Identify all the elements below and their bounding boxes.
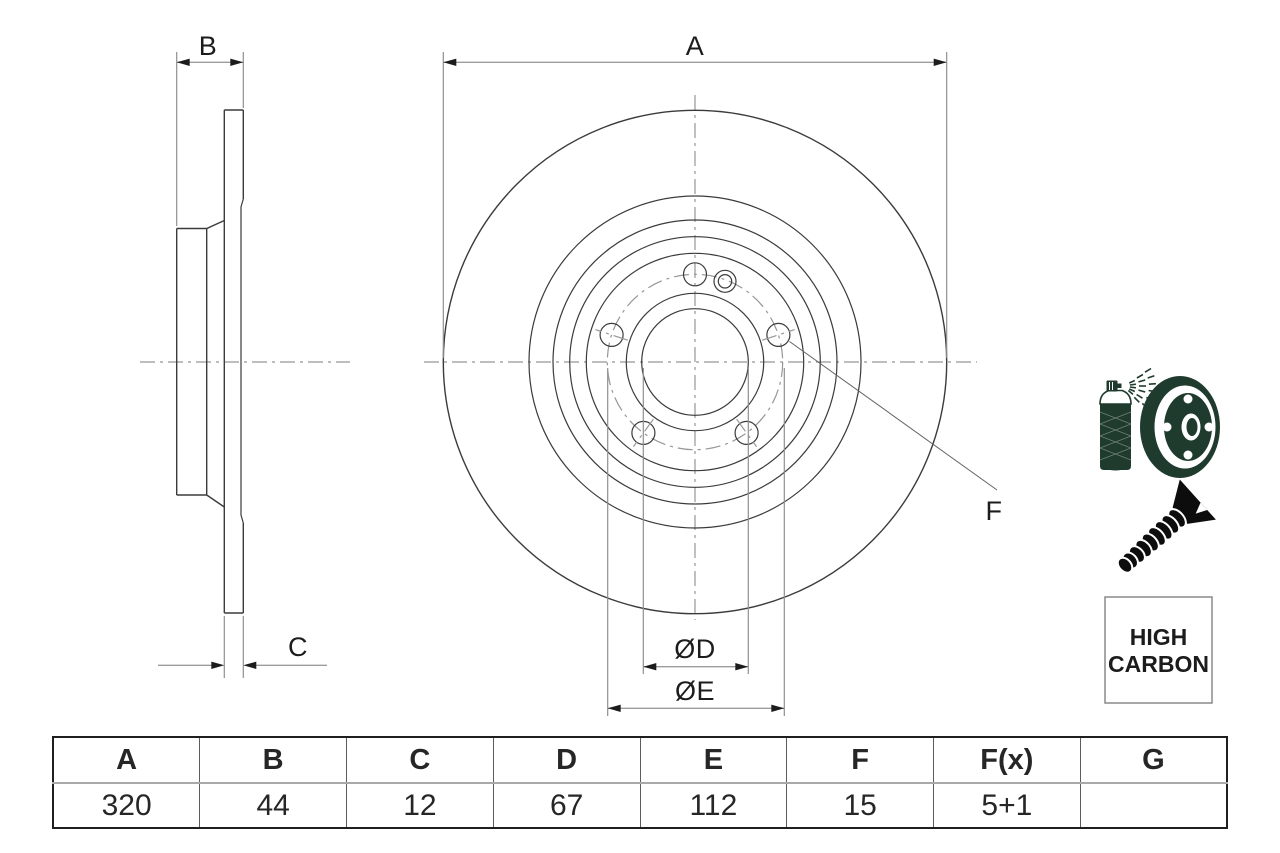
col-header-d: D [492,737,640,783]
value-fx: 5+1 [933,783,1081,828]
dim-label-diameter-e: ØE [675,676,715,706]
dimensions-table: A B C D E F F(x) G 320 44 12 67 112 15 5… [52,736,1228,829]
table-value-row: 320 44 12 67 112 15 5+1 [53,783,1227,828]
outer-diameter-circle [442,109,948,615]
value-f: 15 [786,783,934,828]
friction-surface-line [240,198,244,524]
col-header-f: F [786,737,934,783]
table-header-row: A B C D E F F(x) G [53,737,1227,783]
high-carbon-line1: HIGH [1130,624,1188,650]
dim-label-diameter-d: ØD [674,634,716,664]
hat-outline [176,219,225,508]
col-header-c: C [346,737,494,783]
dimension-b: B [176,31,244,226]
brake-disc-technical-drawing: B C [140,31,1220,716]
front-view: A F ØD ØE [424,31,1003,716]
value-g [1079,783,1227,828]
col-header-a: A [116,743,138,776]
disc-circles [442,109,948,615]
value-b: 44 [199,783,347,828]
high-carbon-line2: CARBON [1108,651,1209,677]
bolt-hole-callout-f: F [789,341,1003,526]
locating-pin-hole [713,269,737,293]
dim-label-a: A [686,31,705,61]
col-header-fx: F(x) [933,737,1081,783]
value-d: 67 [492,783,640,828]
side-view: B C [140,31,350,678]
coating-spray-icon [1099,367,1220,478]
coated-disc [1140,376,1220,478]
col-header-b: B [199,737,347,783]
dim-label-b: B [199,31,218,61]
dim-label-c: C [288,632,308,662]
dimension-a: A [442,31,948,358]
col-header-g: G [1079,737,1227,783]
value-a: 320 [101,788,152,822]
high-carbon-badge: HIGH CARBON [1104,596,1213,704]
dimension-e: ØE [607,368,785,716]
value-e: 112 [639,783,787,828]
center-bore-circle [641,308,749,416]
dimension-c: C [158,616,327,678]
bolt-circle [606,273,784,451]
value-c: 12 [346,783,494,828]
dim-label-f: F [986,496,1003,526]
screw-icon [1116,479,1216,574]
disc-ring-outline [223,109,244,614]
col-header-e: E [639,737,787,783]
dimension-d: ØD [642,368,749,674]
